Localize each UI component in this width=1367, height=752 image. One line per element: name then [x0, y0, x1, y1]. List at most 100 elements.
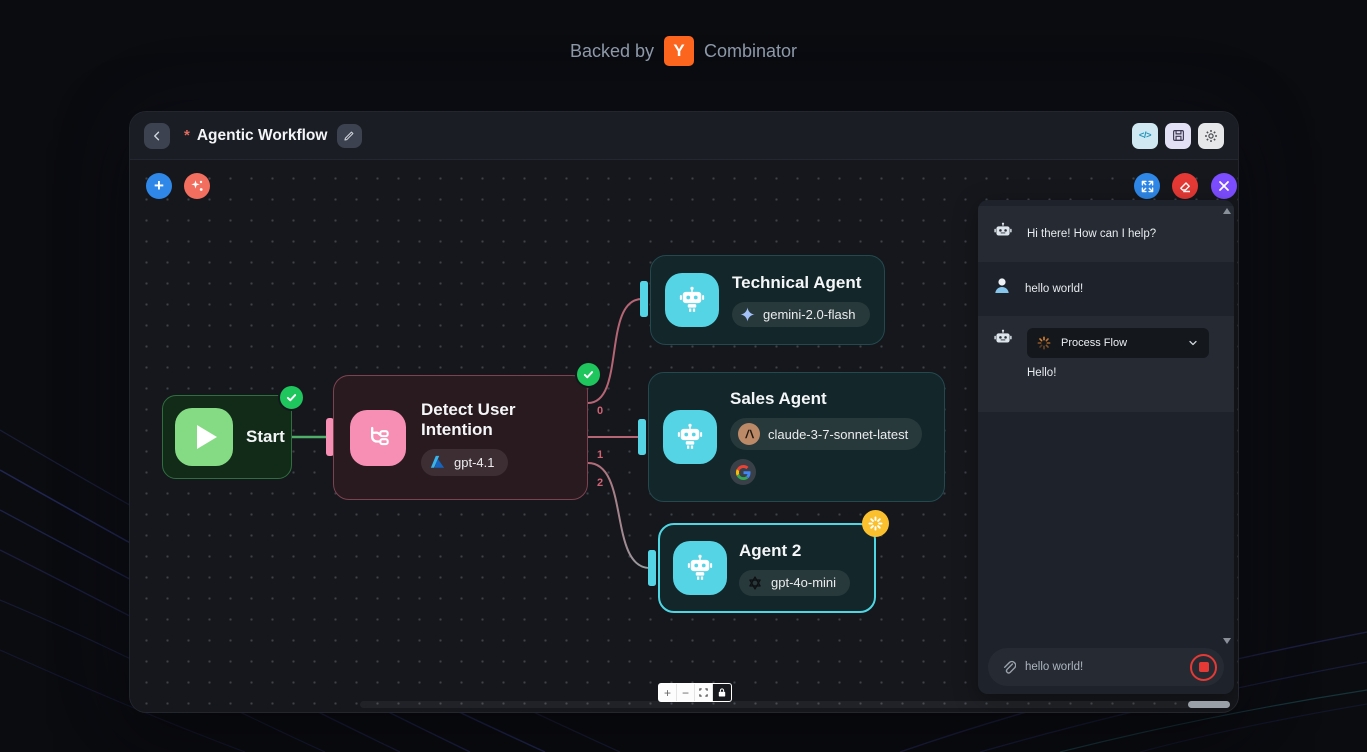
check-icon	[286, 394, 297, 402]
pencil-icon	[344, 131, 354, 141]
anthropic-icon	[738, 423, 760, 445]
output-label-1: 1	[596, 449, 604, 461]
chat-message-text: hello world!	[1025, 283, 1084, 295]
gemini-icon	[740, 307, 755, 322]
plus-icon: +	[154, 176, 164, 195]
node-sales-agent[interactable]: Sales Agent claude-3-7-sonnet-latest	[648, 372, 945, 502]
lock-button[interactable]	[713, 684, 731, 701]
node-agent-2[interactable]: Agent 2 gpt-4o-mini	[658, 523, 876, 613]
horizontal-scrollbar	[360, 701, 1230, 708]
titlebar-actions: </>	[1132, 122, 1224, 149]
node-start[interactable]: Start	[162, 395, 292, 479]
chat-message-assistant-tool: Process Flow Hello!	[978, 316, 1234, 412]
sales-model-name: claude-3-7-sonnet-latest	[768, 426, 909, 442]
agent2-running-badge	[862, 510, 889, 537]
sales-model-badge: claude-3-7-sonnet-latest	[730, 418, 923, 450]
robot-icon	[665, 273, 719, 327]
technical-model-name: gemini-2.0-flash	[763, 307, 856, 322]
fullscreen-button[interactable]	[1134, 173, 1160, 199]
process-flow-dropdown[interactable]: Process Flow	[1027, 328, 1209, 358]
detect-success-badge	[575, 361, 602, 388]
robot-avatar-icon	[992, 221, 1014, 248]
unsaved-indicator: *	[184, 126, 190, 144]
combinator-text: Combinator	[704, 40, 798, 61]
chevron-left-icon	[154, 131, 160, 140]
robot-icon	[663, 410, 717, 464]
process-spinner-icon	[1037, 336, 1051, 350]
chat-input[interactable]	[1025, 661, 1181, 673]
backed-by-text: Backed by	[569, 40, 654, 61]
start-node-title: Start	[246, 427, 285, 446]
azure-icon	[430, 455, 445, 468]
workflow-title: * Agentic Workflow	[184, 127, 327, 145]
scroll-down-arrow[interactable]	[1223, 638, 1231, 644]
chevron-down-icon	[1189, 340, 1197, 346]
edge-detect-technical	[587, 298, 643, 404]
code-icon: </>	[1138, 130, 1152, 141]
agent2-model-badge: gpt-4o-mini	[739, 569, 851, 596]
sparkles-icon	[191, 180, 203, 191]
zoom-in-button[interactable]: +	[659, 684, 677, 701]
add-node-button[interactable]: +	[146, 173, 172, 199]
chat-message-text: Hello!	[1027, 367, 1057, 379]
paperclip-icon[interactable]	[1001, 660, 1016, 675]
spinner-icon	[868, 516, 883, 531]
eraser-icon	[1180, 182, 1190, 193]
robot-avatar-icon	[992, 328, 1014, 355]
node-technical-agent[interactable]: Technical Agent gemini-2.0-flash	[650, 255, 885, 345]
expand-icon	[1141, 180, 1153, 192]
back-button[interactable]	[144, 122, 170, 149]
scroll-up-arrow[interactable]	[1223, 208, 1231, 214]
technical-node-title: Technical Agent	[732, 273, 862, 292]
clear-canvas-button[interactable]	[1172, 173, 1198, 199]
lock-icon	[718, 688, 726, 697]
close-chat-button[interactable]	[1211, 173, 1237, 199]
node-detect-user-intention[interactable]: Detect User Intention gpt-4.1	[333, 375, 588, 500]
chat-message-user: hello world!	[978, 262, 1234, 316]
gear-icon	[1205, 129, 1217, 142]
stop-button[interactable]	[1190, 653, 1217, 681]
workflow-title-text: Agentic Workflow	[196, 126, 328, 144]
agent2-node-title: Agent 2	[739, 540, 802, 560]
start-success-badge	[278, 384, 305, 411]
chat-message-assistant: Hi there! How can I help?	[978, 206, 1234, 262]
settings-button[interactable]	[1198, 122, 1224, 149]
workflow-window: * Agentic Workflow </>	[130, 112, 1238, 712]
output-label-0: 0	[596, 405, 604, 417]
start-play-icon	[175, 408, 233, 466]
flow-controls: + −	[658, 683, 732, 702]
save-button[interactable]	[1165, 122, 1191, 149]
flow-canvas[interactable]: 0 1 2 + Star	[130, 160, 1238, 712]
y-combinator-logo: Y	[664, 36, 694, 66]
close-icon	[1219, 181, 1229, 191]
code-view-button[interactable]: </>	[1132, 122, 1158, 149]
zoom-out-button[interactable]: −	[677, 684, 695, 701]
robot-icon	[673, 541, 727, 595]
detect-model-badge: gpt-4.1	[421, 448, 509, 476]
check-icon	[583, 371, 594, 379]
sales-input-handle[interactable]	[638, 419, 646, 455]
titlebar: * Agentic Workflow </>	[130, 112, 1238, 160]
detect-model-name: gpt-4.1	[454, 454, 495, 470]
ai-assist-button[interactable]	[184, 173, 210, 199]
technical-model-badge: gemini-2.0-flash	[732, 302, 870, 327]
output-label-2: 2	[596, 477, 604, 489]
fit-view-icon	[699, 688, 708, 697]
chat-input-bar	[988, 648, 1224, 686]
user-avatar-icon	[992, 276, 1012, 303]
chat-panel: Hi there! How can I help? hello world!	[978, 200, 1234, 694]
process-flow-label: Process Flow	[1061, 337, 1128, 349]
save-icon	[1172, 130, 1184, 141]
agent2-input-handle[interactable]	[648, 550, 656, 586]
sales-node-title: Sales Agent	[730, 389, 827, 408]
chat-scroll-area[interactable]	[978, 412, 1234, 694]
branch-icon	[350, 409, 406, 466]
technical-input-handle[interactable]	[640, 281, 648, 317]
fit-view-button[interactable]	[695, 684, 713, 701]
page-header: Backed by Y Combinator	[0, 36, 1367, 66]
rename-button[interactable]	[337, 123, 363, 148]
openai-icon	[749, 575, 761, 590]
horizontal-scrollbar-thumb[interactable]	[1188, 701, 1230, 708]
chat-message-text: Hi there! How can I help?	[1027, 228, 1157, 240]
detect-node-title: Detect User Intention	[421, 399, 516, 439]
